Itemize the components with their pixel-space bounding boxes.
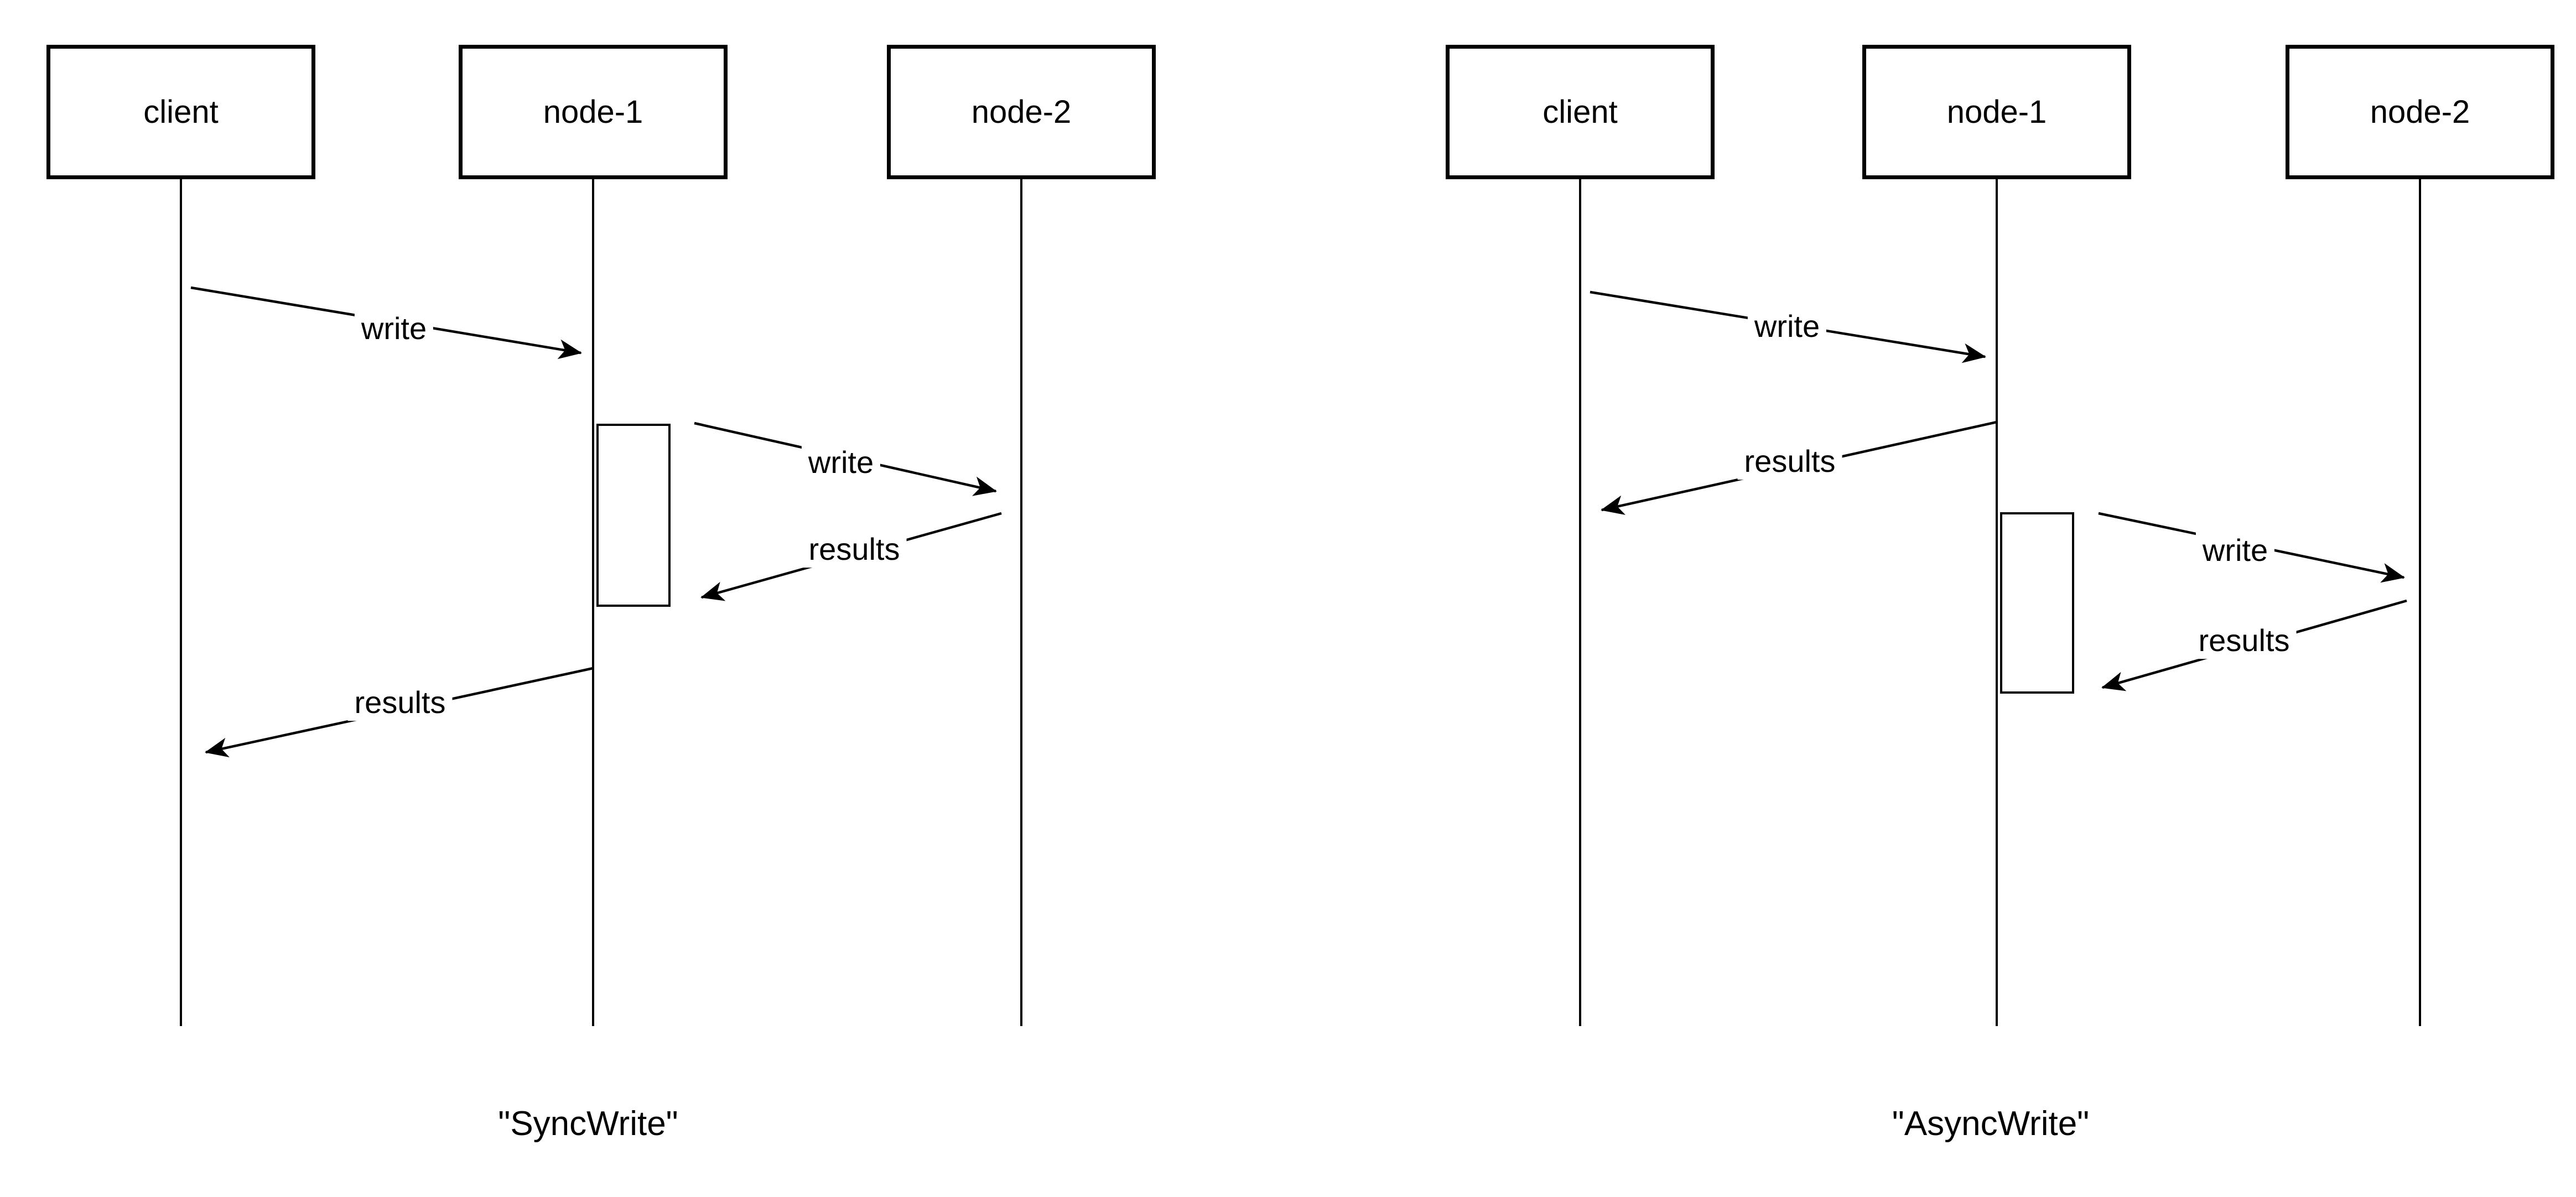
activation-bar bbox=[2000, 512, 2074, 694]
message-label: write bbox=[1747, 308, 1827, 345]
actor-label: client bbox=[1543, 93, 1618, 130]
message-label: write bbox=[2195, 532, 2275, 569]
actor-label: node-1 bbox=[1946, 93, 2047, 130]
message-label: results bbox=[2191, 622, 2297, 659]
actor-box-client: client bbox=[46, 45, 315, 179]
message-label: results bbox=[347, 684, 453, 721]
actor-label: node-2 bbox=[971, 93, 1072, 130]
actor-box-node-2: node-2 bbox=[887, 45, 1156, 179]
message-label: results bbox=[802, 531, 907, 568]
actor-label: client bbox=[143, 93, 219, 130]
actor-box-node-2: node-2 bbox=[2286, 45, 2554, 179]
activation-bar bbox=[596, 424, 671, 607]
actor-box-node-1: node-1 bbox=[1862, 45, 2131, 179]
actor-box-client: client bbox=[1446, 45, 1715, 179]
message-label: results bbox=[1737, 443, 1842, 480]
actor-box-node-1: node-1 bbox=[459, 45, 728, 179]
message-label: write bbox=[801, 444, 881, 481]
message-label: write bbox=[354, 310, 434, 347]
diagram-caption: "AsyncWrite" bbox=[1892, 1104, 2090, 1143]
actor-label: node-1 bbox=[543, 93, 643, 130]
actor-label: node-2 bbox=[2370, 93, 2470, 130]
diagram-caption: "SyncWrite" bbox=[498, 1104, 678, 1143]
